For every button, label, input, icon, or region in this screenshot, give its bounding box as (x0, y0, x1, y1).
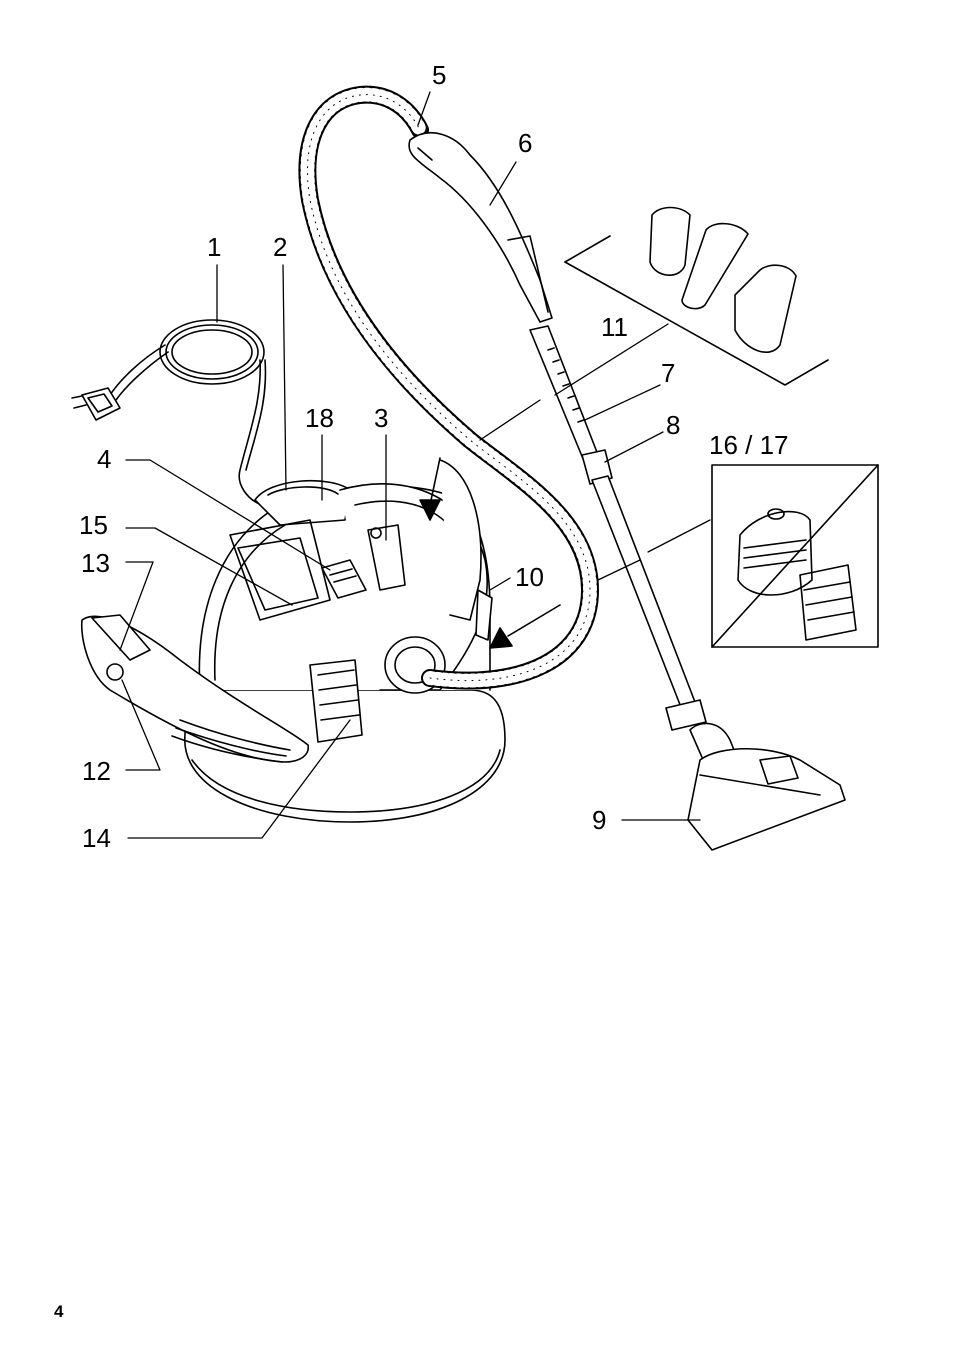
hose-handle (409, 133, 552, 322)
vacuum-body (185, 460, 505, 822)
callout-13: 13 (81, 550, 110, 576)
callout-14: 14 (82, 825, 111, 851)
callout-2: 2 (273, 234, 287, 260)
floor-nozzle (688, 723, 845, 850)
callout-18: 18 (305, 405, 334, 431)
callout-9: 9 (592, 807, 606, 833)
page-number: 4 (54, 1302, 63, 1322)
callout-15: 15 (79, 512, 108, 538)
callout-7: 7 (661, 360, 675, 386)
callout-16-17: 16 / 17 (709, 432, 789, 458)
callout-11: 11 (601, 314, 628, 340)
callout-6: 6 (518, 130, 532, 156)
callout-4: 4 (97, 446, 111, 472)
telescopic-tube (530, 326, 706, 730)
callout-1: 1 (207, 234, 221, 260)
callout-8: 8 (666, 412, 680, 438)
callout-3: 3 (374, 405, 388, 431)
accessories (565, 208, 828, 386)
filter-inset (712, 465, 878, 647)
power-cord (110, 320, 265, 505)
power-plug (72, 388, 120, 420)
callout-5: 5 (432, 62, 446, 88)
callout-10: 10 (515, 564, 544, 590)
callout-12: 12 (82, 758, 111, 784)
vacuum-cleaner-diagram (0, 0, 954, 880)
